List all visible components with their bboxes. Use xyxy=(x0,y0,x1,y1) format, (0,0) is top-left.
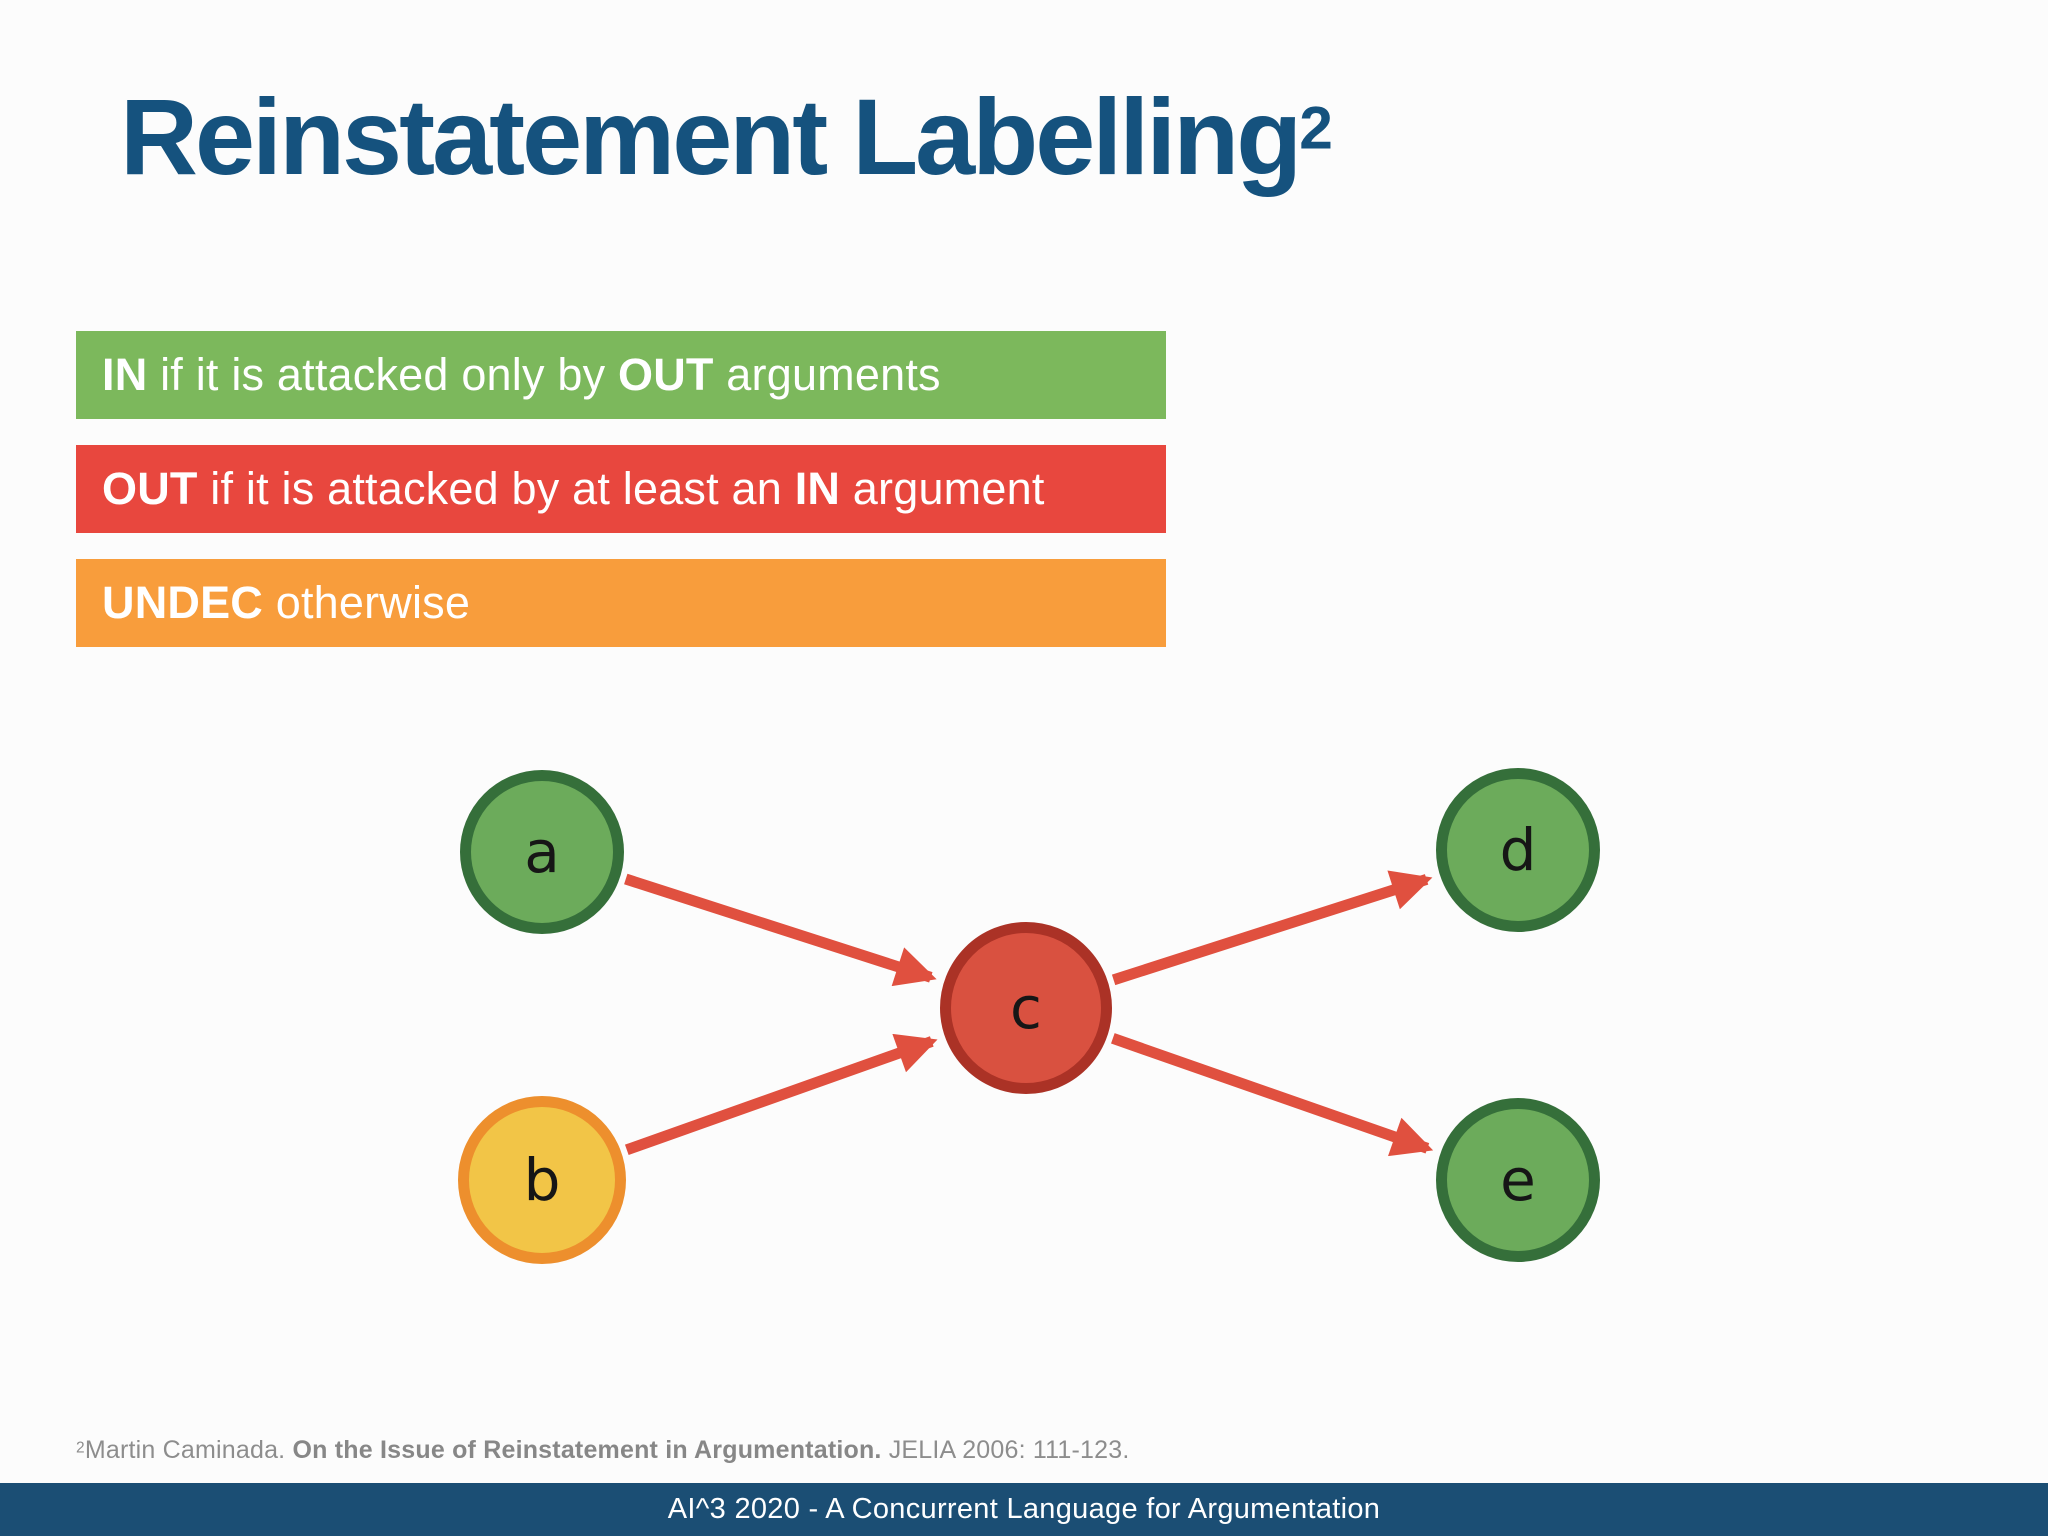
page-title: Reinstatement Labelling2 xyxy=(120,76,1333,197)
page-title-footnote-marker: 2 xyxy=(1299,93,1333,162)
rule-keyword: IN xyxy=(102,349,148,400)
footer-bar-text: AI^3 2020 - A Concurrent Language for Ar… xyxy=(667,1493,1381,1525)
node-circle-b xyxy=(458,1096,626,1264)
node-circle-c xyxy=(940,922,1112,1094)
rule-bar-in: IN if it is attacked only by OUT argumen… xyxy=(76,331,1166,419)
node-label-d: d xyxy=(1500,816,1537,884)
node-label-b: b xyxy=(524,1146,561,1214)
node-circle-e xyxy=(1436,1098,1600,1262)
argument-node-b: b xyxy=(458,1096,626,1264)
attack-edge-b-c xyxy=(624,1033,938,1156)
rule-bar-out: OUT if it is attacked by at least an IN … xyxy=(76,445,1166,533)
argument-nodes: a b c d e xyxy=(458,768,1600,1264)
argument-node-a: a xyxy=(460,770,624,934)
argument-node-d: d xyxy=(1436,768,1600,932)
labelling-rules-list: IN if it is attacked only by OUT argumen… xyxy=(76,331,1166,647)
rule-text: otherwise xyxy=(263,577,471,628)
rule-keyword: OUT xyxy=(102,463,198,514)
attack-edge-a-c xyxy=(624,873,937,987)
page-title-text: Reinstatement Labelling xyxy=(120,76,1302,197)
footnote-venue: JELIA 2006: 111-123. xyxy=(881,1436,1130,1464)
footnote-paper-title: On the Issue of Reinstatement in Argumen… xyxy=(292,1436,882,1464)
argument-node-e: e xyxy=(1436,1098,1600,1262)
rule-keyword: OUT xyxy=(618,349,714,400)
argument-node-c: c xyxy=(940,922,1112,1094)
rule-keyword: UNDEC xyxy=(102,577,264,628)
rule-text: arguments xyxy=(713,349,941,400)
attack-edge-c-d xyxy=(1111,870,1433,986)
rule-keyword: IN xyxy=(794,463,841,514)
node-circle-a xyxy=(460,770,624,934)
footer-bar: AI^3 2020 - A Concurrent Language for Ar… xyxy=(0,1483,2048,1536)
attack-edges xyxy=(624,870,1434,1157)
rule-text: if it is attacked by at least an xyxy=(197,463,795,514)
node-label-a: a xyxy=(524,818,560,886)
attack-edge-c-e xyxy=(1111,1033,1434,1157)
rule-text: argument xyxy=(840,463,1045,514)
footnote-author: Martin Caminada. xyxy=(84,1436,293,1464)
node-circle-d xyxy=(1436,768,1600,932)
rule-bar-undec: UNDEC otherwise xyxy=(76,559,1166,647)
footnote-marker: 2 xyxy=(76,1439,85,1457)
node-label-e: e xyxy=(1500,1146,1536,1214)
node-label-c: c xyxy=(1010,974,1042,1042)
rule-text: if it is attacked only by xyxy=(147,349,619,400)
footnote-citation: 2Martin Caminada. On the Issue of Reinst… xyxy=(76,1436,1129,1465)
